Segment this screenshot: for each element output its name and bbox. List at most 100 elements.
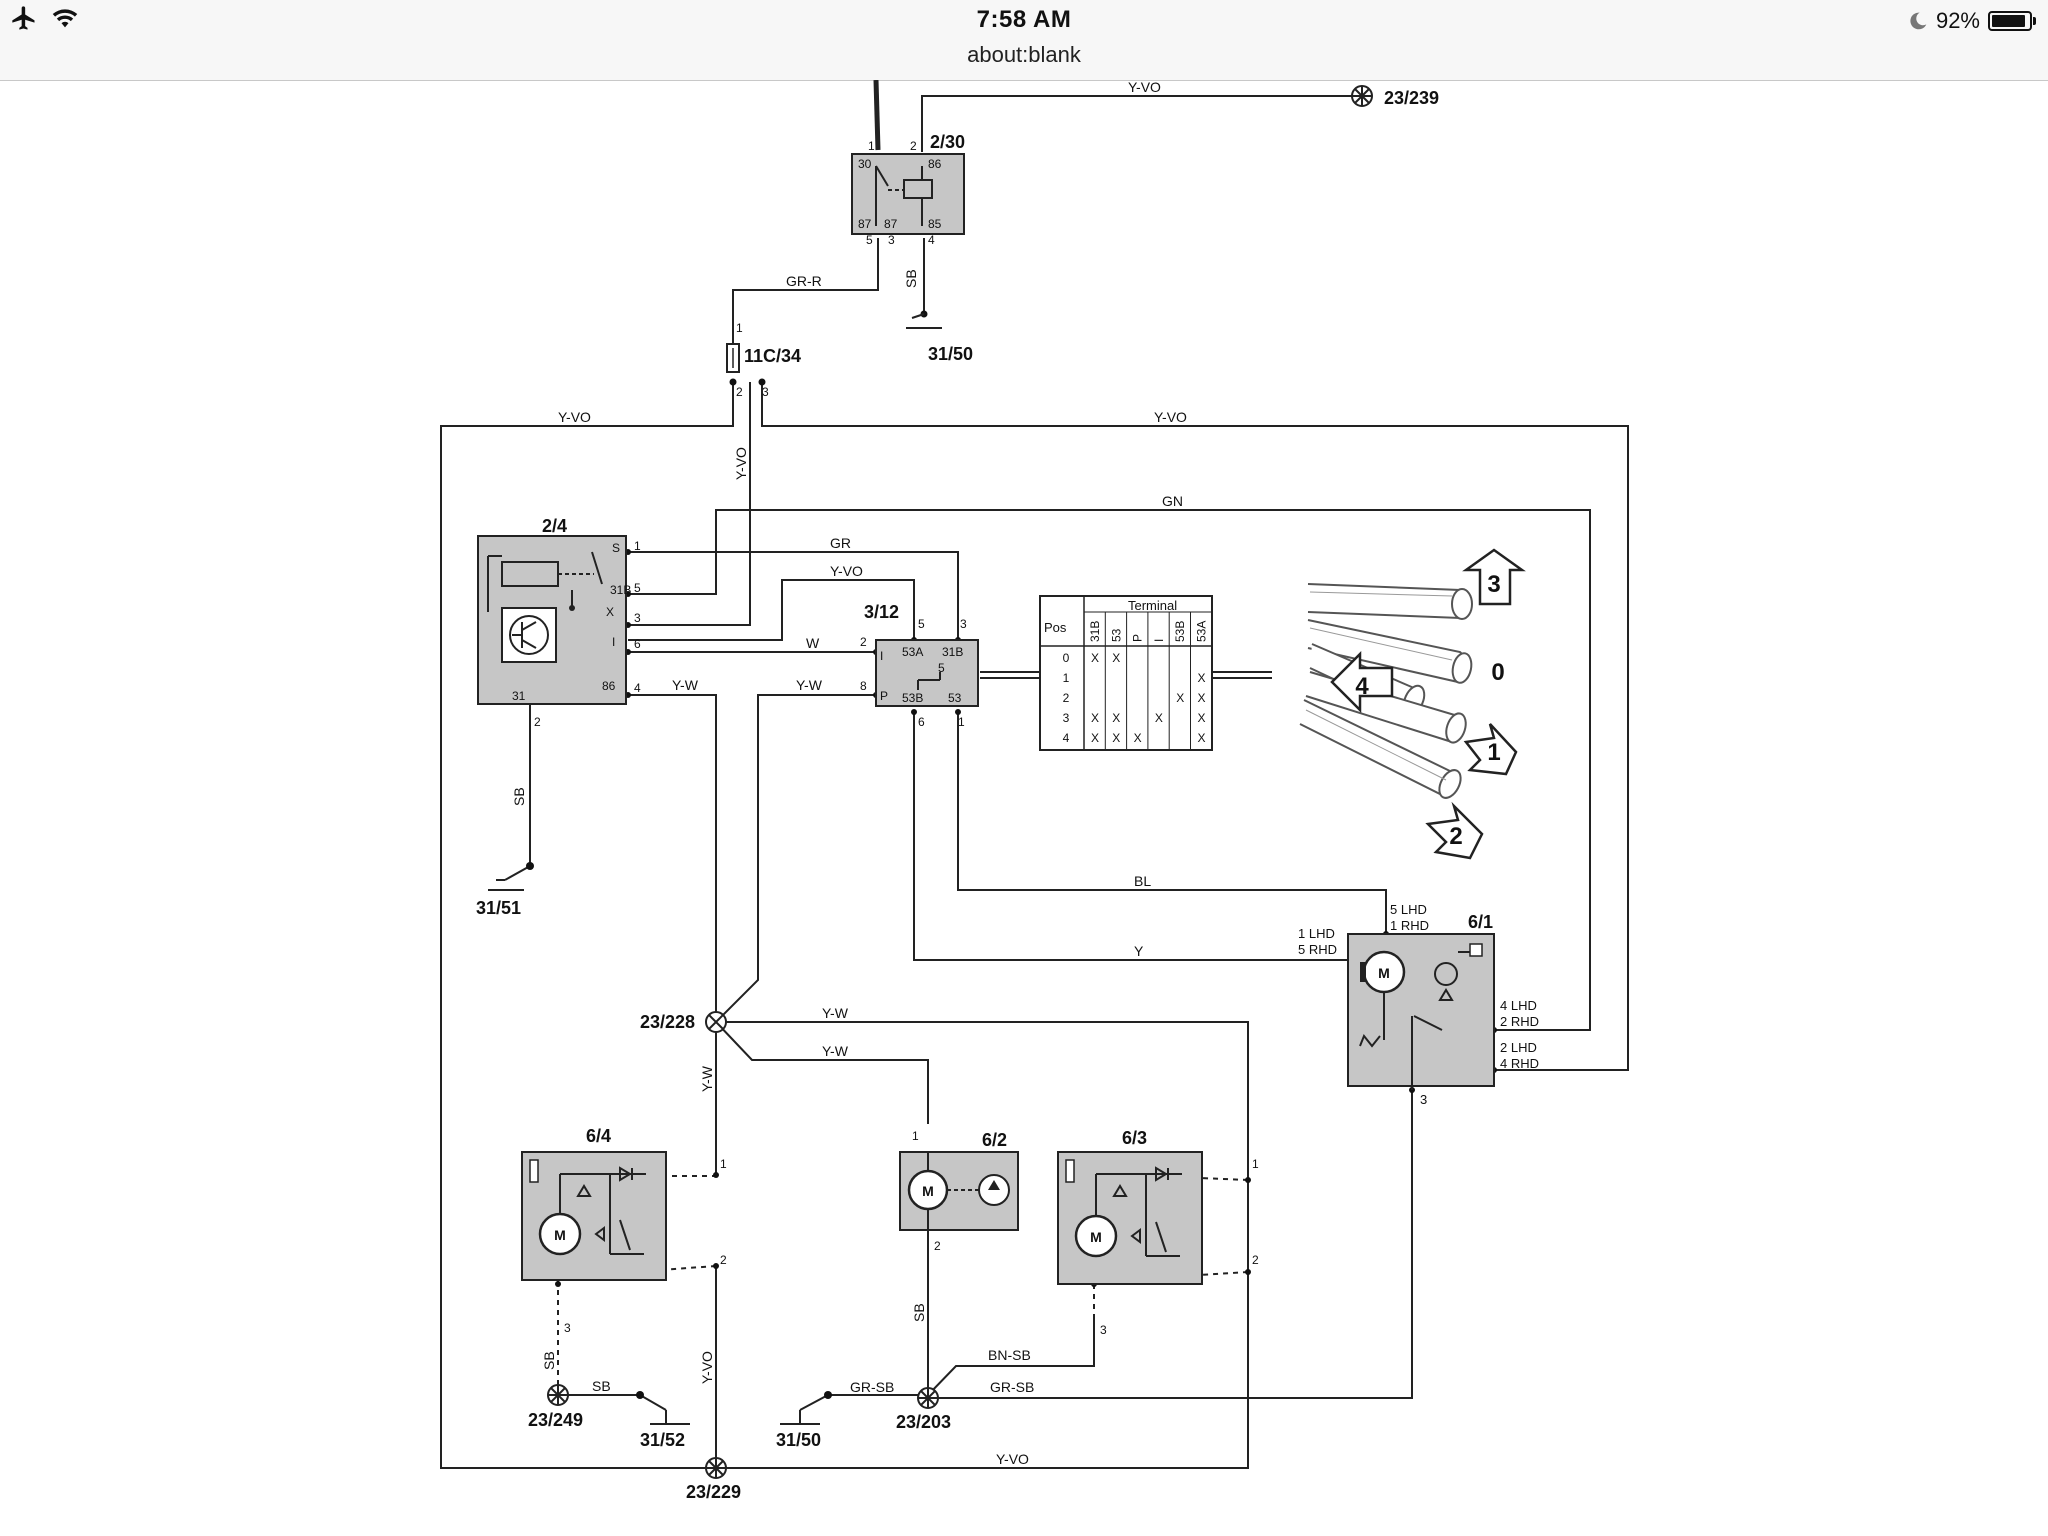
- m63-pin-1: 1: [1252, 1157, 1259, 1171]
- wire-label-sb-6-4: SB: [541, 1351, 557, 1370]
- wire-label-bn-sb: BN-SB: [988, 1347, 1031, 1363]
- wire-label-y-w-4: Y-W: [822, 1043, 849, 1059]
- wire-label-y-w-3: Y-W: [822, 1005, 849, 1021]
- stalk-switch-3-12: [875, 639, 979, 707]
- table-col-header-3: I: [1152, 639, 1166, 642]
- wiper-relay-pin-2: X: [606, 605, 614, 619]
- node-31-52: 31/52: [640, 1430, 685, 1450]
- status-left-icons: [10, 4, 80, 32]
- stalk-pin-0: 53A: [902, 645, 923, 659]
- fuse-pin-1: 2: [736, 385, 743, 399]
- stalk-pin-11: 6: [918, 715, 925, 729]
- wiper-relay-2-4: [477, 535, 627, 705]
- terminal-table: [1039, 595, 1213, 751]
- node-31-51: 31/51: [476, 898, 521, 918]
- wiper-relay-pin-9: 6: [634, 637, 641, 651]
- table-terminal-header: Terminal: [1128, 598, 1177, 613]
- table-mark: X: [1197, 731, 1205, 745]
- splice-nodes: [547, 85, 1373, 1479]
- table-mark: X: [1091, 711, 1099, 725]
- table-mark: X: [1112, 711, 1120, 725]
- motor-pin-4rhd: 4 RHD: [1500, 1056, 1539, 1071]
- table-col-header-1: 53: [1109, 628, 1123, 642]
- wire-label-y-vo-bottom: Y-VO: [996, 1451, 1029, 1467]
- splice-23-228: [705, 1011, 727, 1033]
- stalk-position-3: 1: [1487, 739, 1500, 766]
- moon-icon: [1910, 12, 1927, 30]
- wire-label-sb-6-2: SB: [911, 1303, 927, 1322]
- wire-label-gn: GN: [1162, 493, 1183, 509]
- node-fuse-11c-34: 11C/34: [744, 346, 801, 366]
- stalk-position-2: 4: [1355, 673, 1369, 700]
- wire-label-sb-31-51: SB: [511, 787, 527, 806]
- stalk-pin-5: I: [880, 649, 883, 663]
- node-stalk-3-12: 3/12: [864, 602, 899, 622]
- relay-pin-5: 87: [884, 217, 898, 231]
- wire-label-gr-sb-1: GR-SB: [850, 1379, 894, 1395]
- relay-pin-3: 86: [928, 157, 942, 171]
- wiper-relay-pin-6: 1: [634, 539, 641, 553]
- wire-label-y-w-2: Y-W: [796, 677, 823, 693]
- wire-label-sb-bottom: SB: [592, 1378, 611, 1394]
- wiper-relay-pin-10: 4: [634, 681, 641, 695]
- node-23-203: 23/203: [896, 1412, 951, 1432]
- motor-letter-6-2: M: [922, 1183, 934, 1199]
- battery-icon: [1988, 11, 2036, 31]
- motor-pin-5lhd: 5 LHD: [1390, 902, 1427, 917]
- wiper-relay-pin-3: I: [612, 635, 615, 649]
- status-time: 7:58 AM: [976, 6, 1072, 33]
- m64-pin-2: 2: [720, 1253, 727, 1267]
- node-motor-6-3: 6/3: [1122, 1128, 1147, 1148]
- airplane-icon: [12, 6, 35, 30]
- battery-fill: [1992, 15, 2026, 27]
- relay-pin-4: 87: [858, 217, 872, 231]
- motor-pin-3: 3: [1420, 1092, 1427, 1107]
- wire-label-gr: GR: [830, 535, 851, 551]
- m63-pin-2: 2: [1252, 1253, 1259, 1267]
- ground-symbols: [488, 313, 942, 1425]
- node-motor-6-2: 6/2: [982, 1130, 1007, 1150]
- relay-pin-1: 2: [910, 139, 917, 153]
- battery-percent: 92%: [1935, 8, 1980, 33]
- motor-pin-5rhd: 5 RHD: [1298, 942, 1337, 957]
- node-wiper-relay-2-4: 2/4: [542, 516, 567, 536]
- wire-label-y-vo-lower: Y-VO: [699, 1351, 715, 1384]
- wire-label-y-vo-vertical: Y-VO: [733, 447, 749, 480]
- wiper-relay-pin-11: 2: [534, 715, 541, 729]
- table-mark: X: [1176, 691, 1184, 705]
- wire-label-w: W: [806, 635, 820, 651]
- table-mark: X: [1197, 691, 1205, 705]
- arrow-down-2: [1425, 801, 1484, 860]
- table-mark: X: [1091, 651, 1099, 665]
- wire-label-y-w-vertical: Y-W: [699, 1065, 715, 1092]
- table-mark: X: [1112, 731, 1120, 745]
- stalk-pin-10: 3: [960, 617, 967, 631]
- motor-letter-6-1: M: [1378, 965, 1390, 981]
- node-23-228: 23/228: [640, 1012, 695, 1032]
- table-mark: X: [1155, 711, 1163, 725]
- status-bar: 7:58 AM about:blank 92%: [0, 0, 2048, 81]
- wire-label-y-w-1: Y-W: [672, 677, 699, 693]
- table-row-label-0: 0: [1063, 651, 1070, 665]
- diagram-labels: 23/2392/3031/5011C/342/43/1231/516/123/2…: [476, 80, 1539, 1502]
- relay-pin-2: 30: [858, 157, 872, 171]
- stalk-position-4: 2: [1449, 823, 1462, 850]
- fuse-11c-34: [726, 343, 740, 373]
- table-row-label-2: 2: [1063, 691, 1070, 705]
- splice-23-203: [917, 1387, 939, 1409]
- pump-motor-6-2: [899, 1151, 1019, 1231]
- motor-pin-4lhd: 4 LHD: [1500, 998, 1537, 1013]
- address-bar[interactable]: about:blank: [967, 42, 1081, 67]
- table-mark: X: [1091, 731, 1099, 745]
- relay-pin-6: 85: [928, 217, 942, 231]
- position-arrows: [1330, 548, 1526, 860]
- node-23-229: 23/229: [686, 1482, 741, 1502]
- wire-label-bl: BL: [1134, 873, 1151, 889]
- table-mark: X: [1197, 711, 1205, 725]
- stalk-pin-3: 53B: [902, 691, 923, 705]
- stalk-pin-8: 8: [860, 679, 867, 693]
- table-col-header-5: 53A: [1195, 621, 1209, 642]
- node-wiper-motor-6-1: 6/1: [1468, 912, 1493, 932]
- junction-dots: [526, 310, 1497, 1399]
- node-relay-2-30: 2/30: [930, 132, 965, 152]
